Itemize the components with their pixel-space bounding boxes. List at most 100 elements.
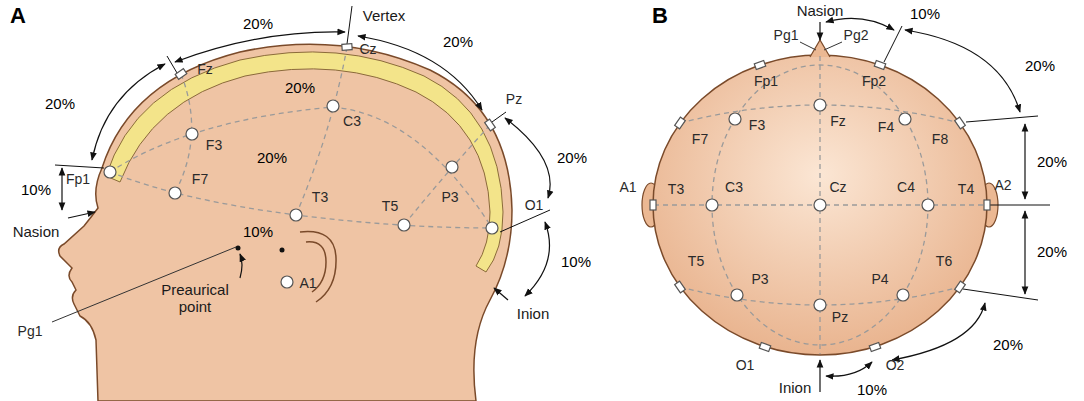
electrode-label: C3 <box>725 180 743 195</box>
measure-arrow <box>175 32 345 62</box>
preauricular-dot <box>280 248 285 253</box>
measure-arrow <box>494 288 508 300</box>
tick-line <box>966 116 1038 122</box>
electrode-label: Fp1 <box>66 172 90 187</box>
electrode <box>485 119 496 131</box>
electrode <box>650 60 990 351</box>
electrode-label: F4 <box>878 120 894 135</box>
pg-wire <box>52 247 236 322</box>
percent-label: 20% <box>557 150 587 167</box>
head-profile <box>59 44 512 401</box>
electrode-line <box>296 47 347 215</box>
electrode-line <box>110 172 492 228</box>
electrode-label: Pg2 <box>844 28 869 43</box>
electrode-label: F8 <box>932 132 948 147</box>
electrode-line <box>654 56 986 354</box>
pg-wire <box>52 247 236 322</box>
electrode <box>342 44 352 51</box>
electrode-label: T5 <box>382 199 398 214</box>
electrode <box>814 199 826 211</box>
electrode <box>731 289 743 301</box>
percent-label: 20% <box>1037 244 1067 261</box>
electrode-label: O1 <box>525 198 544 213</box>
electrode-label: C3 <box>343 114 361 129</box>
percent-label: 20% <box>243 16 273 33</box>
tick-line <box>963 289 1038 300</box>
electrode-label: T3 <box>312 190 328 205</box>
electrode <box>290 209 302 221</box>
percent-label: 10% <box>857 382 887 399</box>
percent-label: 20% <box>257 150 287 167</box>
panel-letter: B <box>652 4 668 28</box>
measure-arrow <box>1024 124 1025 199</box>
electrode <box>169 187 181 199</box>
electrode <box>175 69 187 80</box>
pg-wire <box>800 42 842 50</box>
percent-label: 20% <box>443 34 473 51</box>
electrode <box>706 199 718 211</box>
measure-arrow <box>240 254 242 278</box>
percent-label: 20% <box>1037 154 1067 171</box>
electrode <box>675 117 686 129</box>
measure-arrow <box>819 360 820 392</box>
electrode <box>869 342 880 351</box>
ear <box>300 232 336 302</box>
electrode <box>984 200 990 210</box>
measure-arrow <box>892 303 985 360</box>
electrode <box>729 113 741 125</box>
landmark-label: Preaurical point <box>155 282 235 315</box>
head-top-view <box>653 40 987 355</box>
electrode-label: F3 <box>206 138 222 153</box>
measure-arrow <box>92 64 165 160</box>
electrode-label: Fp2 <box>862 74 886 89</box>
measure-arrow <box>525 222 550 296</box>
percent-label: 20% <box>45 96 75 113</box>
head-top-view <box>653 55 987 355</box>
electrode <box>281 276 293 288</box>
electrode-label: Cz <box>359 42 376 57</box>
electrode <box>922 199 934 211</box>
electrode-label: F3 <box>749 118 765 133</box>
brain-cortex <box>106 52 503 272</box>
landmark-label: Inion <box>517 306 550 323</box>
measure-arrow <box>826 362 872 376</box>
electrode <box>675 281 686 293</box>
pg-wire <box>824 42 842 50</box>
landmark-label: Nasion <box>797 3 844 20</box>
electrode <box>650 200 656 210</box>
electrode-line <box>110 107 492 228</box>
percent-label: 10% <box>561 254 591 271</box>
electrode-label: T3 <box>668 182 684 197</box>
landmark-label: Nasion <box>13 224 60 241</box>
electrode <box>446 161 458 173</box>
preauricular-dot <box>236 246 285 253</box>
electrode <box>104 44 498 288</box>
electrode-label: C4 <box>897 180 915 195</box>
electrode <box>814 99 826 111</box>
electrode-label: Fp1 <box>754 74 778 89</box>
measure-arrow <box>62 32 550 300</box>
percent-label: 20% <box>1025 58 1055 75</box>
electrode <box>754 60 765 69</box>
electrode <box>955 281 966 293</box>
electrode-label: A1 <box>619 180 636 195</box>
electrode <box>955 117 966 129</box>
electrode-line <box>110 47 492 228</box>
pg-wire <box>800 42 816 50</box>
electrode-label: Cz <box>829 180 846 195</box>
electrode <box>897 289 909 301</box>
tick-line <box>986 205 1050 206</box>
tick-line <box>347 6 352 44</box>
electrode-label: F7 <box>692 132 708 147</box>
tick-line <box>55 6 550 232</box>
electrode-label: Pz <box>506 92 522 107</box>
electrode-line <box>712 65 928 345</box>
electrode-label: Fz <box>830 114 846 129</box>
electrode <box>327 100 339 112</box>
ear <box>300 232 336 302</box>
electrode <box>398 219 410 231</box>
electrode <box>899 113 911 125</box>
electrode-label: O2 <box>886 358 905 373</box>
percent-label: 10% <box>243 224 273 241</box>
